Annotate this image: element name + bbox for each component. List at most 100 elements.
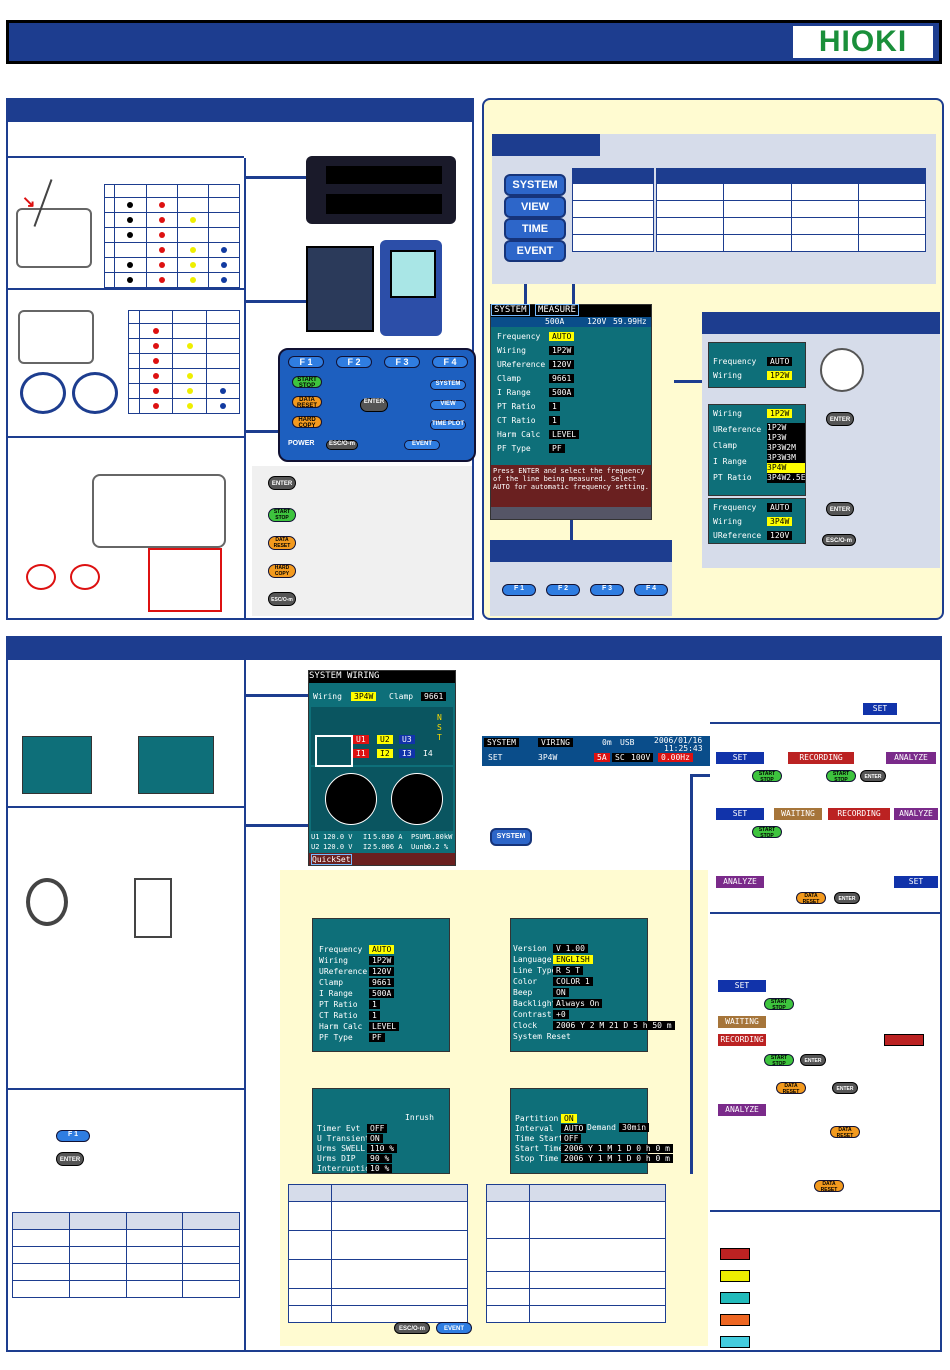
setting-value[interactable]: OFF	[561, 1134, 582, 1143]
setting-value[interactable]: ON	[561, 1114, 577, 1123]
time-plot-button[interactable]: TIME PLOT	[504, 218, 566, 253]
setting-value[interactable]: 1P2W	[369, 956, 395, 965]
view-button[interactable]: VIEW	[504, 196, 566, 218]
setting-value[interactable]: 2006 Y 1 M 1 D 0 h 0 m	[561, 1154, 673, 1163]
setting-value[interactable]: 1	[549, 416, 560, 425]
setting-value[interactable]: 500A	[369, 989, 395, 998]
setting-row[interactable]: System Reset	[513, 1031, 645, 1042]
setting-value[interactable]: PF	[549, 444, 565, 453]
setting-value[interactable]: LEVEL	[369, 1022, 400, 1031]
quickset-tab[interactable]: QuickSet	[311, 854, 352, 865]
system-tab[interactable]: SYSTEM	[309, 671, 342, 681]
setting-value[interactable]: 90 %	[367, 1154, 393, 1163]
event-key[interactable]: EVENT	[404, 440, 440, 450]
system-tab[interactable]: SYSTEM	[491, 304, 530, 316]
wiring-option[interactable]: 3P4W	[767, 463, 805, 473]
setting-value[interactable]: AUTO	[369, 945, 395, 954]
esc-key[interactable]: ESC/O-m	[326, 440, 358, 450]
setting-value[interactable]: 120V	[549, 360, 575, 369]
wiring-option[interactable]: 1P3W	[767, 433, 787, 442]
setting-value[interactable]: 1	[549, 402, 560, 411]
setting-value[interactable]: 1	[369, 1011, 380, 1020]
setting-value[interactable]: AUTO	[561, 1124, 587, 1133]
setting-value[interactable]: 10 %	[367, 1164, 393, 1173]
wiring-option[interactable]: 3P3W3M	[767, 453, 796, 462]
clamp-value[interactable]: 9661	[421, 692, 447, 701]
wiring-option[interactable]: 3P4W2.5E	[767, 473, 806, 482]
setting-value[interactable]: 120V	[369, 967, 395, 976]
setting-value[interactable]: 9661	[549, 374, 575, 383]
event-button[interactable]: EVENT	[504, 240, 566, 262]
wiring-option[interactable]: 3P3W2M	[767, 443, 796, 452]
setting-value[interactable]: Always On	[553, 999, 603, 1008]
setting-value[interactable]: R S T	[553, 966, 584, 975]
measure-tab[interactable]: MEASURE	[534, 304, 579, 316]
f2-key[interactable]: F 2	[336, 356, 372, 368]
wiring-tab[interactable]: WIRING	[346, 671, 380, 681]
setting-value[interactable]: AUTO	[549, 332, 575, 341]
data-reset-key[interactable]: DATA RESET	[292, 396, 322, 409]
enter-key[interactable]: ENTER	[360, 398, 388, 412]
setting-value[interactable]: 2006 Y 1 M 1 D 0 h 0 m	[561, 1144, 673, 1153]
wiring-value[interactable]: 1P2W	[767, 371, 793, 380]
setting-value[interactable]: +0	[553, 1010, 569, 1019]
setting-value[interactable]: V 1.00	[553, 944, 588, 953]
setting-value[interactable]: 110 %	[367, 1144, 398, 1153]
setting-value[interactable]: 500A	[549, 388, 575, 397]
f4-key[interactable]: F 4	[432, 356, 468, 368]
setting-value[interactable]: 9661	[369, 978, 395, 987]
wiring-value[interactable]: 3P4W	[351, 692, 377, 701]
setting-value[interactable]: PF	[369, 1033, 385, 1042]
setting-row[interactable]: Contrast+0	[513, 1009, 645, 1020]
setting-value[interactable]: 1P2W	[549, 346, 575, 355]
setting-value[interactable]: OFF	[367, 1124, 388, 1133]
system-button[interactable]: SYSTEM	[504, 174, 566, 196]
hard-copy-key[interactable]: HARD COPY	[292, 416, 322, 429]
f1-key[interactable]: F 1	[288, 356, 324, 368]
view-key[interactable]: VIEW	[430, 400, 466, 410]
setting-value[interactable]: ENGLISH	[553, 955, 593, 964]
setting-value[interactable]: LEVEL	[549, 430, 580, 439]
setting-value[interactable]: COLOR 1	[553, 977, 593, 986]
setting-value[interactable]: 2006 Y 2 M 21 D 5 h 50 m	[553, 1021, 675, 1030]
setting-value[interactable]: ON	[367, 1134, 383, 1143]
setting-value[interactable]: ON	[553, 988, 569, 997]
system-key[interactable]: SYSTEM	[430, 380, 466, 390]
start-stop-key[interactable]: START STOP	[292, 376, 322, 389]
wiring-selected-value[interactable]: 1P2W	[767, 409, 793, 418]
wiring-option[interactable]: 1P2W	[767, 423, 787, 432]
time-plot-key[interactable]: TIME PLOT	[430, 420, 466, 430]
setting-value[interactable]: 1	[369, 1000, 380, 1009]
